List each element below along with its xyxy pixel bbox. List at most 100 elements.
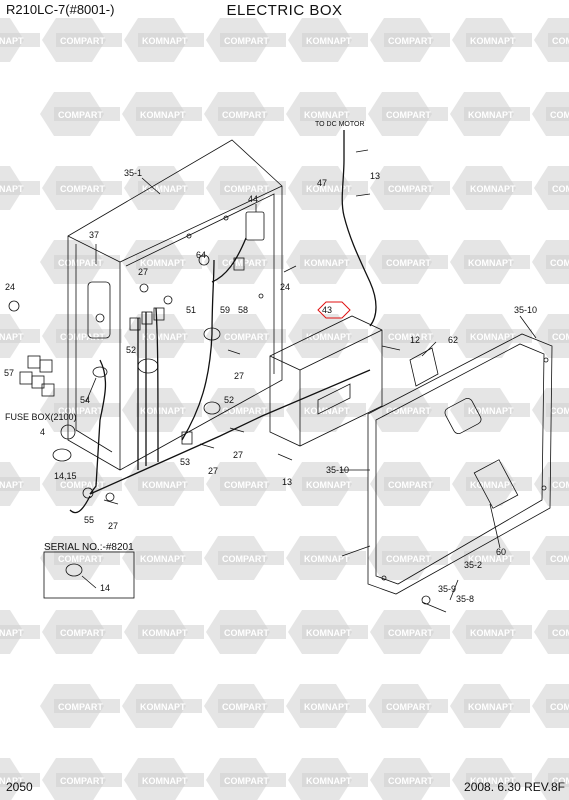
watermark-text: COMPART [550,406,569,416]
watermark-tile: COMPART [42,18,122,62]
page-title: ELECTRIC BOX [226,2,343,19]
watermark-tile: COMPART [40,684,120,728]
watermark-tile: KOMNAPT [0,18,40,62]
callout-27-b: 27 [234,371,244,381]
watermark-tile: KOMNAPT [288,18,368,62]
callout-47: 47 [317,178,327,188]
watermark-tile: KOMNAPT [452,758,532,800]
watermark-text: KOMNAPT [304,702,350,712]
gasket [409,347,439,387]
watermark-tile: COMPART [206,462,286,506]
watermark-text: COMPART [552,628,569,638]
watermark-tile: COMPART [40,536,120,580]
watermark-text: KOMNAPT [304,406,350,416]
watermark-tile: COMPART [42,758,122,800]
watermark-tile: COMPART [368,92,448,136]
watermark-text: KOMNAPT [142,332,188,342]
watermark-text: COMPART [58,110,103,120]
watermark-text: COMPART [388,628,433,638]
callout-labels: 35-1 37 44 64 27 24 24 57 52 51 59 58 27… [4,168,537,604]
watermark-text: COMPART [388,480,433,490]
watermark-tile: COMPART [40,92,120,136]
watermark-text: KOMNAPT [306,184,352,194]
watermark-tile: COMPART [532,240,569,284]
watermark-tile: COMPART [532,684,569,728]
callout-4: 4 [40,427,45,437]
watermark-text: COMPART [60,332,105,342]
watermark-text: COMPART [60,776,105,786]
watermark-tile: COMPART [532,536,569,580]
watermark-text: KOMNAPT [306,480,352,490]
fuse-box-label: FUSE BOX(2100) [5,412,77,422]
watermark-text: KOMNAPT [142,184,188,194]
serial-number-label: SERIAL NO.:-#8201 [44,542,134,553]
watermark-tile: COMPART [370,758,450,800]
watermark-text: COMPART [388,184,433,194]
watermark-tile: COMPART [204,536,284,580]
watermark-tile: COMPART [532,92,569,136]
watermark-text: COMPART [386,554,431,564]
watermark-text: COMPART [388,776,433,786]
watermark-tile: KOMNAPT [288,462,368,506]
watermark-text: KOMNAPT [140,258,186,268]
watermark-text: KOMNAPT [0,776,24,786]
callout-51: 51 [186,305,196,315]
callout-35-2: 35-2 [464,560,482,570]
watermark-text: KOMNAPT [470,776,516,786]
watermark-text: KOMNAPT [306,332,352,342]
callout-24-b: 24 [280,282,290,292]
callout-27-a: 27 [138,267,148,277]
watermark-text: KOMNAPT [304,258,350,268]
watermark-text: KOMNAPT [0,36,24,46]
callout-35-10-a: 35-10 [514,305,537,315]
watermark-tile: KOMNAPT [288,610,368,654]
watermark-text: COMPART [386,702,431,712]
watermark-tile: COMPART [206,758,286,800]
watermark-text: COMPART [60,184,105,194]
model-number: R210LC-7(#8001-) [6,2,115,17]
watermark-text: COMPART [60,628,105,638]
watermark-text: COMPART [60,36,105,46]
watermark-tile: COMPART [534,18,569,62]
watermark-tile: COMPART [40,388,120,432]
watermark-tile: COMPART [40,240,120,284]
watermark-tile: KOMNAPT [286,240,366,284]
watermark-tile: COMPART [534,758,569,800]
watermark-text: KOMNAPT [140,110,186,120]
watermark-text: KOMNAPT [0,184,24,194]
callout-44: 44 [248,194,258,204]
watermark-text: COMPART [60,480,105,490]
watermark-text: COMPART [224,480,269,490]
watermark-text: COMPART [224,184,269,194]
watermark-text: KOMNAPT [468,258,514,268]
watermark-text: KOMNAPT [140,406,186,416]
watermark-text: COMPART [550,110,569,120]
watermark-text: COMPART [552,332,569,342]
watermark-text: COMPART [58,258,103,268]
callout-43: 43 [322,305,332,315]
watermark-text: COMPART [224,332,269,342]
watermark-tile: COMPART [204,684,284,728]
callout-52-b: 52 [224,395,234,405]
watermark-text: COMPART [224,628,269,638]
watermark-tile: KOMNAPT [124,18,204,62]
callout-35-10-b: 35-10 [326,465,349,475]
callout-54: 54 [80,395,90,405]
watermark-tile: COMPART [42,314,122,358]
watermark-tile: COMPART [370,166,450,210]
watermark-tile: KOMNAPT [124,758,204,800]
watermark-tile: KOMNAPT [122,536,202,580]
callout-60: 60 [496,547,506,557]
callout-53: 53 [180,457,190,467]
watermark-text: KOMNAPT [470,36,516,46]
watermark-tile: KOMNAPT [452,462,532,506]
watermark-tile: COMPART [370,18,450,62]
callout-12: 12 [410,335,420,345]
callout-35-1: 35-1 [124,168,142,178]
watermark-tile: KOMNAPT [452,18,532,62]
watermark-tile: COMPART [368,240,448,284]
watermark-tile: KOMNAPT [450,388,530,432]
watermark-tile: KOMNAPT [286,536,366,580]
watermark-text: COMPART [552,480,569,490]
